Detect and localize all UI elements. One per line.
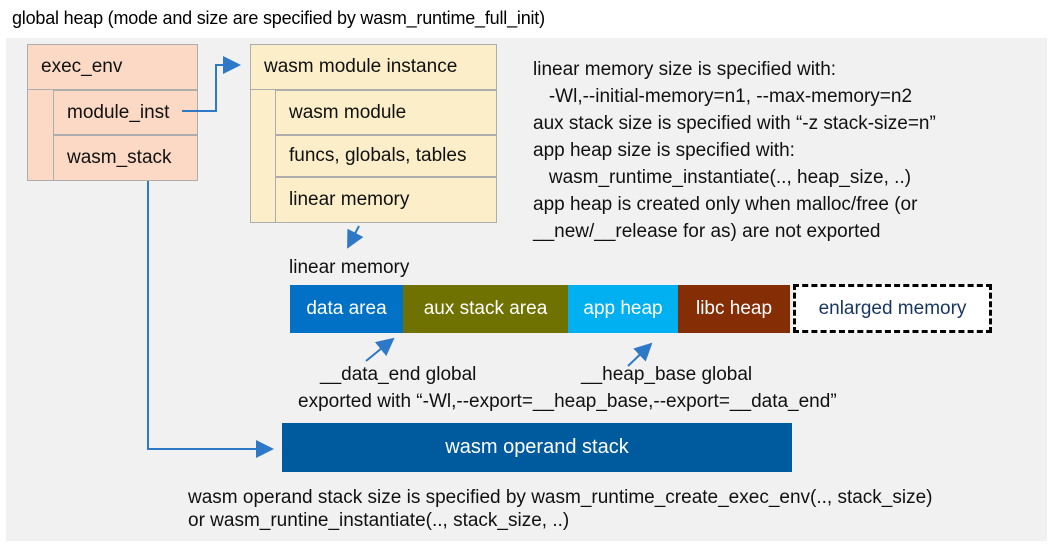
segment-enlarged-memory: enlarged memory <box>793 284 992 333</box>
info-block: linear memory size is specified with: -W… <box>533 56 1038 245</box>
annotation-data-end: __data_end global <box>320 364 477 385</box>
note-line: or wasm_runtine_instantiate(.., stack_si… <box>188 510 570 531</box>
segment-data-area: data area <box>290 285 403 333</box>
info-line: __new/__release for as) are not exported <box>533 221 881 242</box>
linear-memory-row-label: linear memory <box>289 189 410 210</box>
row-linear-memory: linear memory <box>275 177 497 223</box>
segment-libc-heap: libc heap <box>678 285 790 333</box>
row-wasm-module: wasm module <box>275 90 497 135</box>
annotation-exported: exported with “-Wl,--export=__heap_base,… <box>298 391 837 412</box>
info-line: -Wl,--initial-memory=n1, --max-memory=n2 <box>533 86 913 107</box>
row-funcs-globals-tables: funcs, globals, tables <box>275 135 497 177</box>
info-line: aux stack size is specified with “-z sta… <box>533 113 936 134</box>
exec-env-label: exec_env <box>41 56 123 77</box>
info-line: app heap is created only when malloc/fre… <box>533 194 918 215</box>
operand-stack-note: wasm operand stack size is specified by … <box>188 486 933 532</box>
wasm-stack-label: wasm_stack <box>67 147 172 168</box>
wasm-module-label: wasm module <box>289 101 407 123</box>
info-line: linear memory size is specified with: <box>533 59 837 80</box>
exec-env-row-wasm-stack: wasm_stack <box>53 135 198 181</box>
segment-aux-stack-area: aux stack area <box>403 285 568 333</box>
diagram-title: global heap (mode and size are specified… <box>12 8 545 28</box>
segment-app-heap: app heap <box>568 285 678 333</box>
info-line: wasm_runtime_instantiate(.., heap_size, … <box>533 167 912 188</box>
module-instance-label: wasm module instance <box>264 56 458 77</box>
note-line: wasm operand stack size is specified by … <box>188 487 933 508</box>
annotation-heap-base: __heap_base global <box>581 364 753 385</box>
exec-env-row-module-inst: module_inst <box>53 90 198 135</box>
module-instance-header: wasm module instance <box>250 44 497 90</box>
module-inst-label: module_inst <box>67 101 170 123</box>
info-line: app heap size is specified with: <box>533 140 795 161</box>
exec-env-header: exec_env <box>27 44 198 90</box>
operand-stack-bar: wasm operand stack <box>282 423 792 472</box>
funcs-globals-tables-label: funcs, globals, tables <box>289 145 467 166</box>
linear-memory-label: linear memory <box>289 257 410 278</box>
